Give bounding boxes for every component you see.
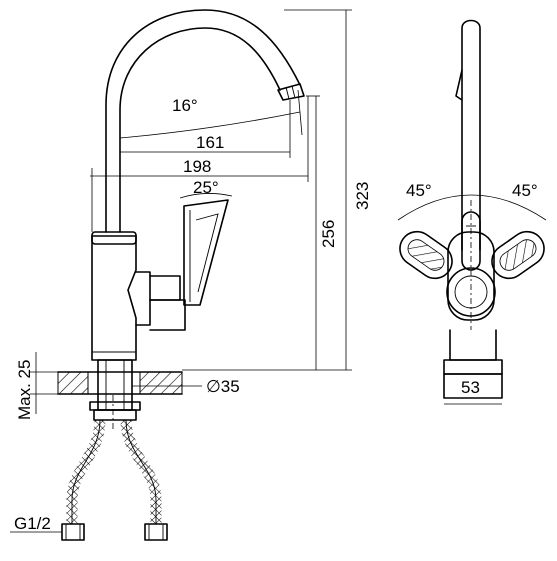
- cartridge-block: [135, 271, 151, 326]
- label-max-deck: Max. 25: [15, 360, 34, 420]
- lever-handle: [183, 199, 229, 306]
- faucet-body: [91, 235, 137, 361]
- spout-aerator: [277, 83, 305, 101]
- label-angle-left: 45°: [406, 181, 432, 200]
- label-reach-198: 198: [183, 157, 211, 176]
- spout-outer: [105, 9, 301, 233]
- hose-nut-right: [144, 523, 168, 541]
- deck-hatch-left: [57, 371, 89, 395]
- side-dimensions: [10, 9, 352, 533]
- side-view: [57, 9, 305, 541]
- spout-inner: [119, 27, 281, 233]
- label-height-256: 256: [319, 220, 338, 248]
- label-angle-lever: 25°: [193, 178, 219, 197]
- hose-left: [66, 419, 106, 524]
- handle-left: [399, 230, 453, 280]
- label-width-53: 53: [461, 378, 480, 397]
- label-angle-spout: 16°: [172, 96, 198, 115]
- label-angle-right: 45°: [512, 181, 538, 200]
- label-reach-161: 161: [196, 133, 224, 152]
- handle-right: [491, 230, 545, 280]
- label-diameter: ∅35: [206, 377, 240, 396]
- front-view: [397, 19, 547, 405]
- hose-right: [120, 419, 162, 524]
- label-height-323: 323: [353, 182, 372, 210]
- front-body: [449, 329, 497, 361]
- label-thread: G1/2: [14, 514, 51, 533]
- deck-hatch-right: [139, 371, 183, 395]
- hose-nut-left: [61, 523, 85, 541]
